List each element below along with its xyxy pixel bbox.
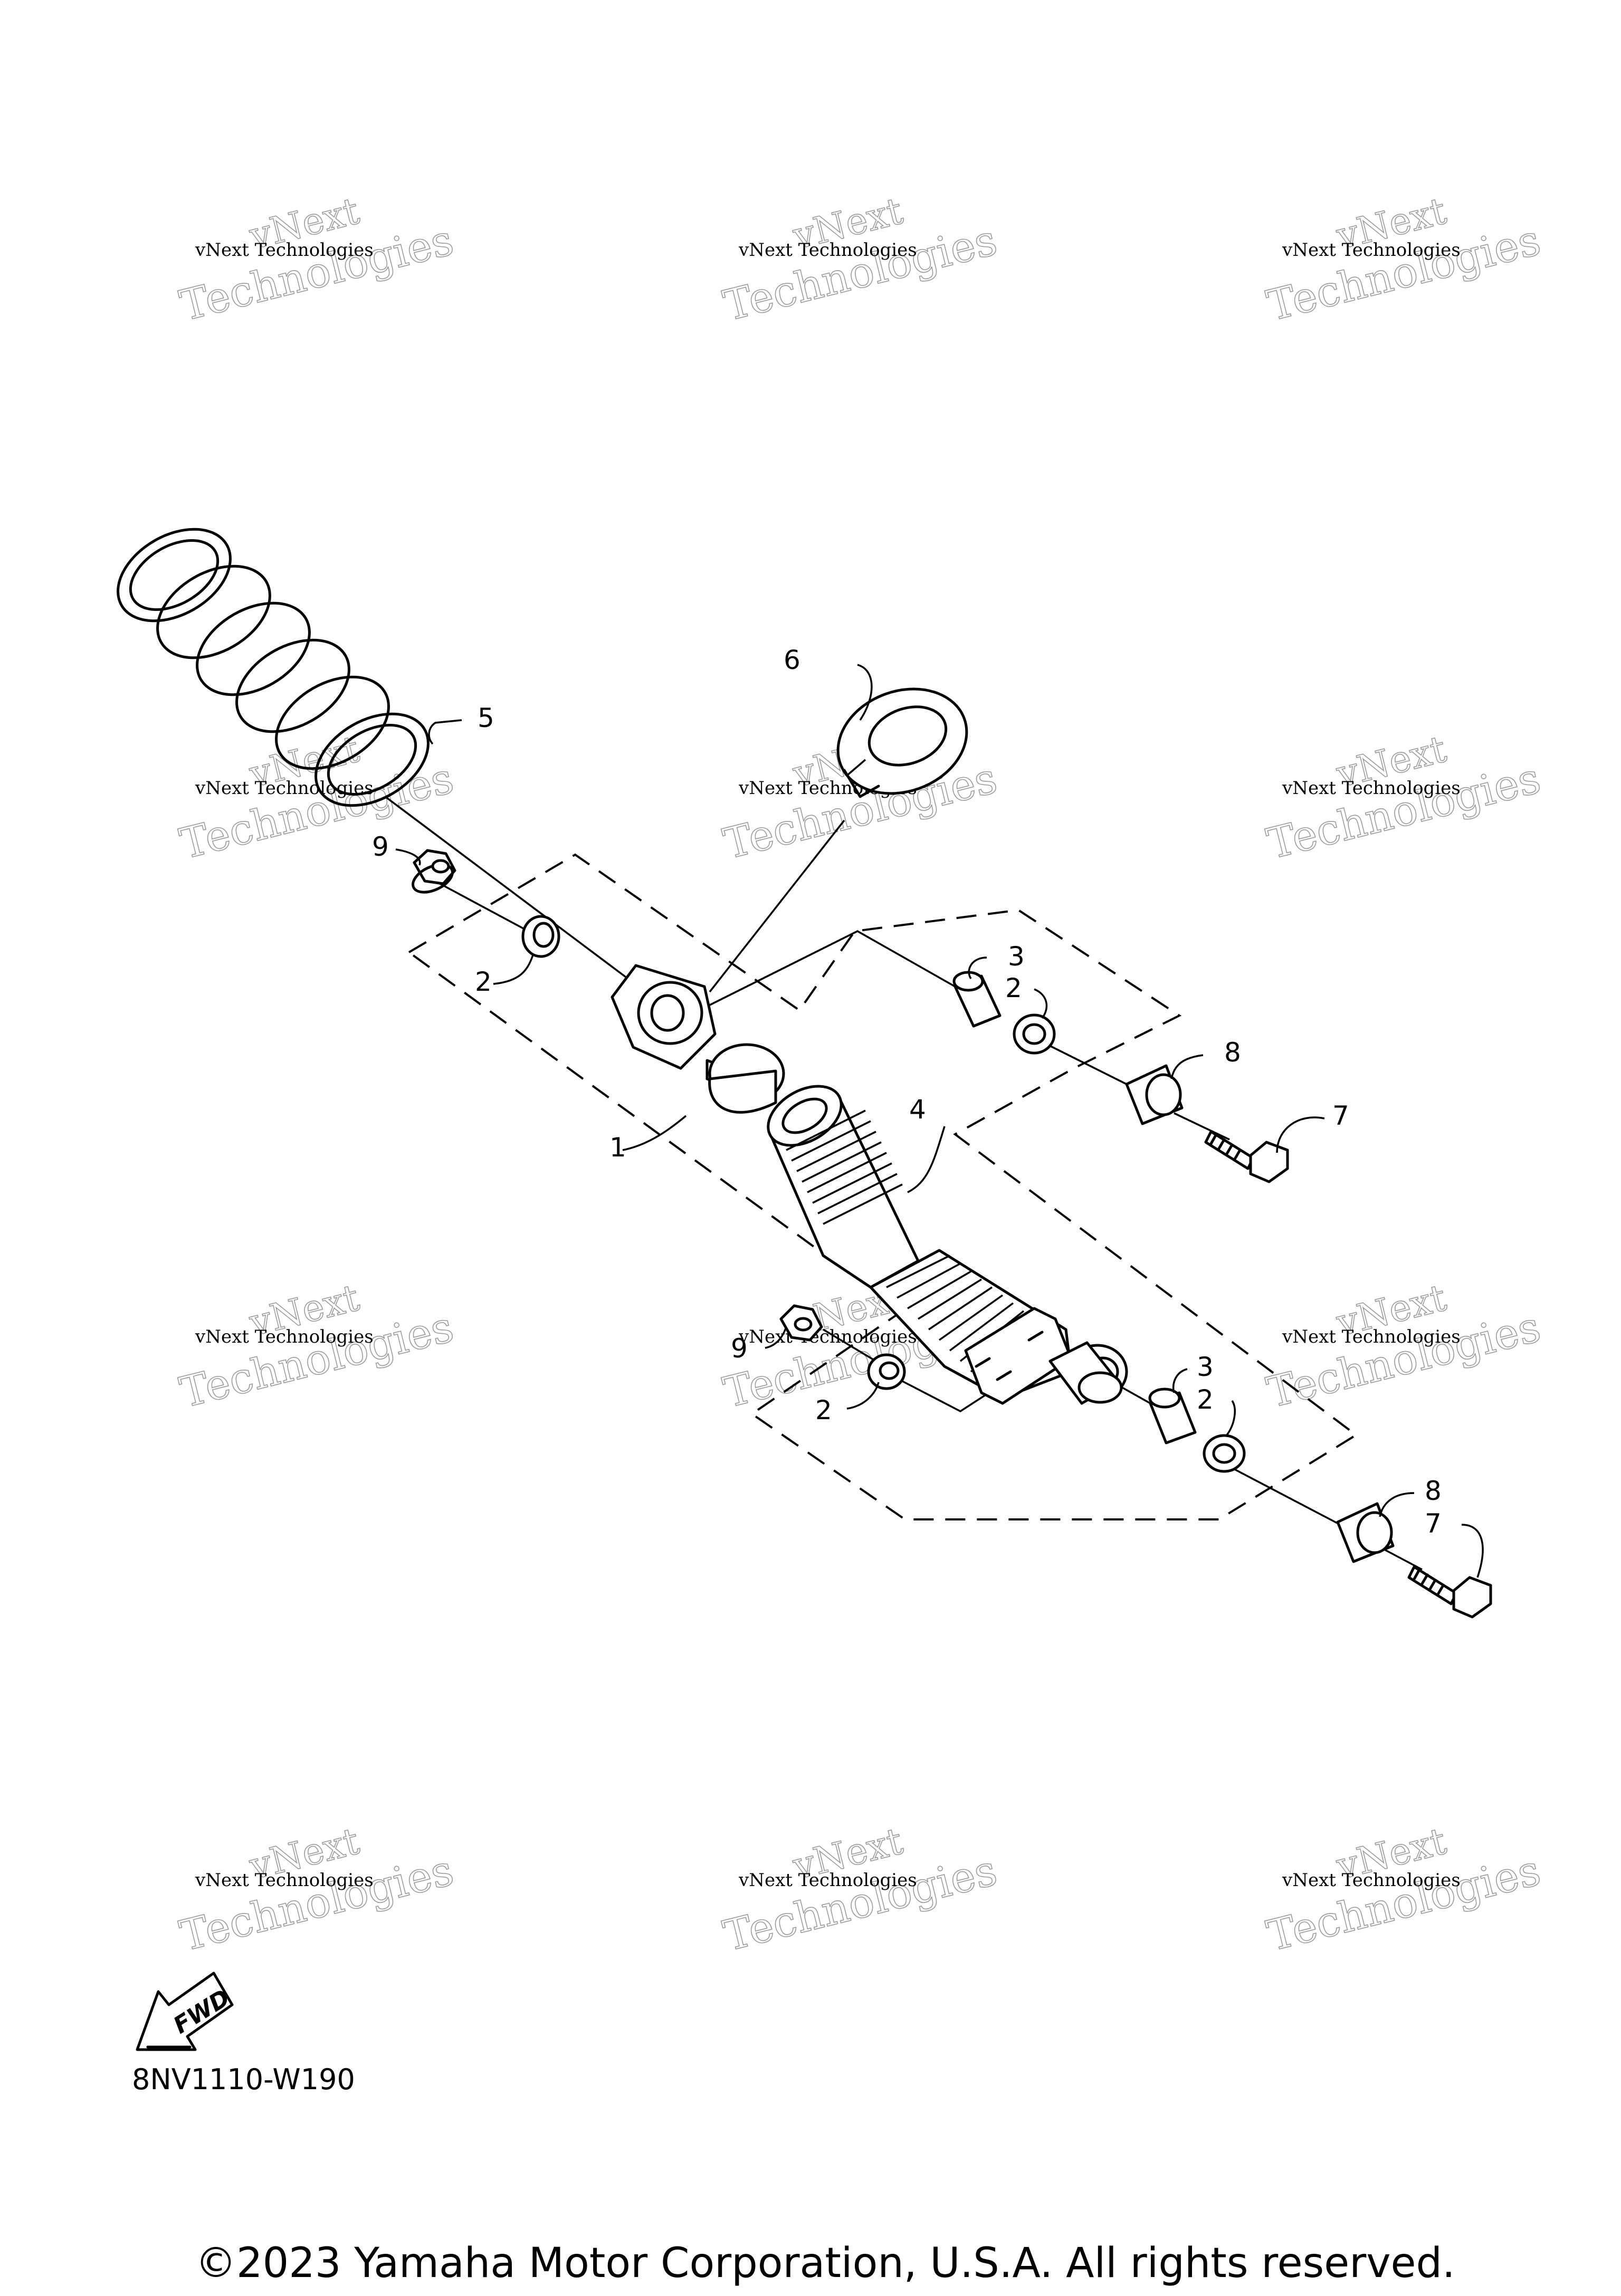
svg-text:vNext Technologies: vNext Technologies [1282,778,1461,799]
watermark: Technologies vNext vNext Technologies [1262,727,1546,869]
center-lines [384,796,1423,1571]
flange-nut-top [412,849,456,894]
copyright-notice: ©2023 Yamaha Motor Corporation, U.S.A. A… [195,2240,1455,2287]
callout-8-bottom: 8 [1425,1476,1442,1506]
callout-2-bottom-right: 2 [1197,1384,1214,1415]
spacer-bottom [1336,1502,1395,1563]
svg-text:vNext Technologies: vNext Technologies [738,240,917,261]
watermark: Technologies vNext vNext Technologies [1262,189,1546,331]
callout-leaders [395,664,1484,1578]
watermark: Technologies vNext vNext Technologies [1262,1819,1546,1962]
watermark: Technologies vNext vNext Technologies [718,189,1002,331]
watermark-grid: Technologies vNext vNext Technologies Te… [175,189,1546,1962]
svg-text:vNext Technologies: vNext Technologies [738,1326,917,1347]
spring-retainer [836,687,968,798]
svg-text:vNext Technologies: vNext Technologies [195,1870,374,1891]
watermark: Technologies vNext vNext Technologies [718,1819,1002,1962]
callout-numbers: 6 5 9 2 3 2 8 7 4 1 9 2 3 2 8 7 [372,645,1442,1539]
svg-text:vNext Technologies: vNext Technologies [1282,1870,1461,1891]
svg-text:vNext Technologies: vNext Technologies [195,1326,374,1347]
callout-2-top: 2 [475,967,492,997]
callout-8-top: 8 [1224,1037,1241,1068]
callout-3-bottom: 3 [1197,1352,1214,1382]
callout-6: 6 [784,645,800,675]
callout-2-top-right: 2 [1005,973,1022,1003]
watermark: Technologies vNext vNext Technologies [175,1819,459,1962]
spacer-top [1125,1064,1184,1125]
svg-text:vNext Technologies: vNext Technologies [1282,1326,1461,1347]
bushing-top [521,915,560,958]
bushing-bottom-left [867,1353,906,1390]
shock-absorber [611,964,1128,1405]
assembly-boundary [407,853,1358,1520]
callout-7-bottom: 7 [1425,1508,1442,1539]
collar-bottom [1148,1388,1197,1444]
callout-9-bottom: 9 [731,1333,748,1364]
callout-1: 1 [609,1132,626,1163]
watermark: Technologies vNext vNext Technologies [175,189,459,331]
fwd-arrow-icon: FWD [136,1972,235,2051]
callout-3-top: 3 [1008,941,1025,972]
callout-5: 5 [478,703,494,733]
threaded-body [786,1109,903,1225]
callout-4: 4 [909,1094,926,1125]
flange-nut-bottom [779,1304,823,1342]
watermark: Technologies vNext vNext Technologies [175,1276,459,1418]
collar-top [952,971,1002,1028]
flange-bolt-top [1204,1130,1289,1183]
coil-spring [117,528,430,807]
svg-text:vNext Technologies: vNext Technologies [1282,240,1461,261]
flange-bolt-bottom [1407,1565,1492,1619]
fwd-label: FWD [169,1984,235,2039]
callout-7-top: 7 [1332,1101,1349,1131]
callout-9-top: 9 [372,831,389,862]
watermark-line: vNext Technologies [195,240,374,261]
callout-2-bottom-left: 2 [815,1395,832,1426]
svg-text:vNext Technologies: vNext Technologies [195,778,374,799]
bushing-bottom-right [1203,1434,1246,1473]
svg-text:vNext Technologies: vNext Technologies [738,1870,917,1891]
bushing-top-right [1013,1013,1056,1055]
watermark: Technologies vNext vNext Technologies [1262,1276,1546,1418]
drawing-code: 8NV1110-W190 [132,2063,355,2096]
